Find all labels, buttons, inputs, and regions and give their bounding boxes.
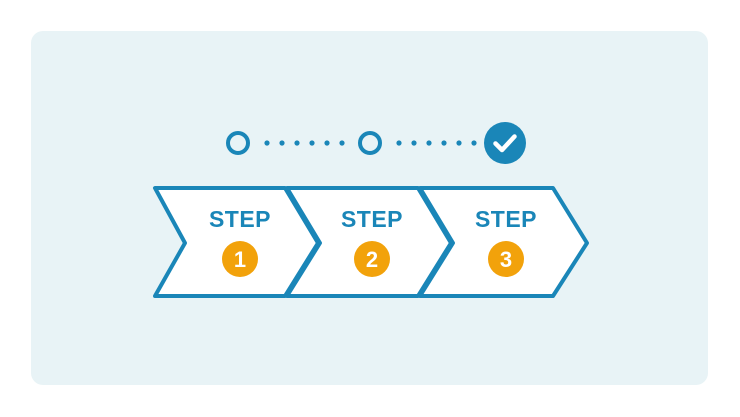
progress-indicator: [226, 122, 526, 164]
progress-node-3: [484, 122, 526, 164]
progress-node-2: [358, 131, 382, 155]
step-3-label: STEP: [475, 206, 537, 232]
step-1: STEP 1: [153, 186, 320, 298]
step-2-label: STEP: [341, 206, 403, 232]
check-icon: [493, 134, 517, 153]
step-3-badge: [488, 241, 524, 277]
step-3: STEP 3: [418, 186, 589, 298]
progress-node-1: [226, 131, 250, 155]
step-1-label: STEP: [209, 206, 271, 232]
step-3-number: 3: [500, 247, 512, 272]
step-1-badge: [222, 241, 258, 277]
progress-dots-2: [396, 140, 477, 146]
step-1-number: 1: [234, 247, 246, 272]
progress-dots-1: [264, 140, 345, 146]
step-2-badge: [354, 241, 390, 277]
step-2-number: 2: [366, 247, 378, 272]
